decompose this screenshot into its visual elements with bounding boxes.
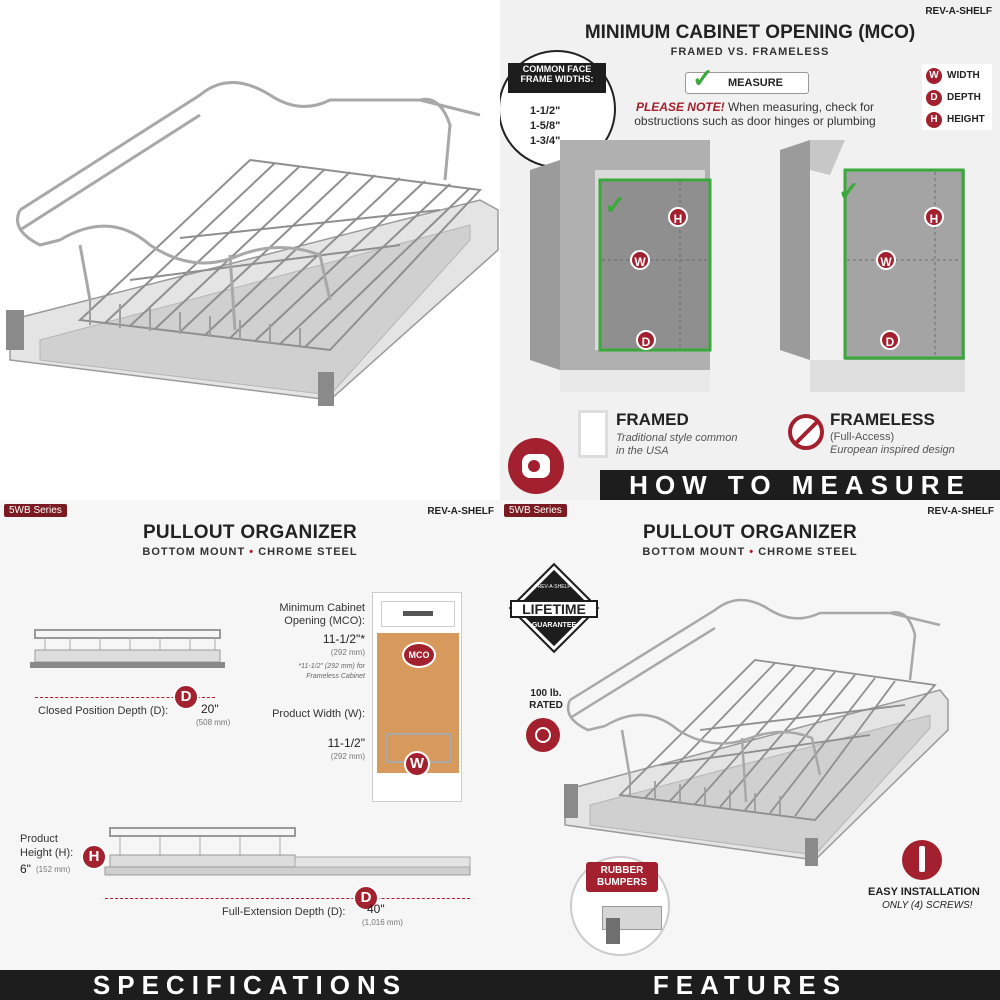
face-frame-widths-title: COMMON FACE FRAME WIDTHS: (508, 63, 606, 93)
width-value: 11-1/2" (327, 736, 365, 750)
frameless-cabinet-drawing (780, 140, 965, 392)
chrome-pullout-basket-illustration (6, 81, 499, 406)
width-label: Product Width (W): (272, 708, 365, 720)
brand-logo: REV-A-SHELF (427, 506, 494, 517)
sub-separator: • (749, 546, 755, 558)
scale-icon (526, 718, 560, 752)
how-to-measure-panel: MINIMUM CABINET OPENING (MCO) FRAMED VS.… (500, 0, 1000, 500)
series-tag: 5WB Series (504, 504, 567, 517)
lifetime-brand: REV-A-SHELF (537, 584, 571, 590)
frameless-icon (788, 414, 824, 450)
mco-label: Minimum Cabinet Opening (MCO): (279, 602, 365, 627)
frameless-title: FRAMELESS (830, 410, 935, 429)
width-legend-label: WIDTH (947, 70, 980, 81)
closed-depth-badge: D (173, 684, 199, 710)
screwdriver-icon (902, 840, 942, 880)
closed-depth-value: 20" (201, 702, 219, 716)
closed-depth-label: Closed Position Depth (D): (38, 705, 169, 717)
features-banner: FEATURES (500, 970, 1000, 1000)
frameless-height-badge: H (924, 207, 944, 227)
measure-label: MEASURE (728, 77, 784, 89)
product-photo-panel (0, 0, 500, 500)
frame-width-2: 1-5/8" (530, 120, 561, 132)
frameless-depth-badge: D (880, 330, 900, 350)
full-depth-mm: (1,016 mm) (362, 918, 403, 927)
features-panel: 5WB Series REV-A-SHELF PULLOUT ORGANIZER… (500, 500, 1000, 1000)
brand-logo: REV-A-SHELF (925, 6, 992, 17)
extended-basket-drawing (104, 827, 471, 876)
depth-legend-label: DEPTH (947, 92, 981, 103)
material-label: CHROME STEEL (258, 546, 358, 558)
width-badge: W (926, 68, 942, 84)
mount-label: BOTTOM MOUNT (142, 546, 246, 558)
full-depth-dimension (105, 898, 470, 899)
tape-measure-icon (508, 438, 564, 494)
full-depth-badge: D (353, 885, 379, 911)
product-title: PULLOUT ORGANIZER (142, 522, 358, 543)
full-depth-value: 40" (367, 902, 385, 916)
note-text: When measuring, check for obstructions s… (634, 100, 876, 128)
chrome-pullout-basket-illustration (564, 598, 949, 866)
frameless-sub: (Full-Access) (830, 431, 895, 443)
framed-check-icon: ✓ (604, 190, 626, 220)
sub-separator: • (249, 546, 255, 558)
lifetime-label: LIFETIME (510, 600, 598, 618)
framed-depth-badge: D (636, 330, 656, 350)
frame-width-3: 1-3/4" (530, 135, 561, 147)
material-label: CHROME STEEL (758, 546, 858, 558)
framed-width-badge: W (630, 250, 650, 270)
frameless-width-badge: W (876, 250, 896, 270)
frameless-check-icon: ✓ (838, 176, 860, 206)
series-tag: 5WB Series (4, 504, 67, 517)
height-badge: H (81, 844, 107, 870)
height-badge: H (926, 112, 942, 128)
framed-height-badge: H (668, 207, 688, 227)
cabinet-drawing (372, 592, 462, 802)
rubber-bumpers-label: RUBBER BUMPERS (586, 862, 658, 892)
specifications-panel: 5WB Series REV-A-SHELF PULLOUT ORGANIZER… (0, 500, 500, 1000)
height-label: Product Height (H): (20, 833, 74, 859)
specifications-banner: SPECIFICATIONS (0, 970, 500, 1000)
height-value: 6" (20, 862, 31, 876)
measure-legend: W WIDTH D DEPTH H HEIGHT (922, 64, 992, 130)
product-subtitle: BOTTOM MOUNT • CHROME STEEL (500, 546, 1000, 558)
mco-value: 11-1/2"* (322, 632, 365, 646)
height-legend-label: HEIGHT (947, 114, 985, 125)
height-mm: (152 mm) (36, 865, 71, 874)
how-to-measure-banner: HOW TO MEASURE (600, 470, 1000, 500)
framed-desc: Traditional style common in the USA (616, 432, 738, 457)
guarantee-label: GUARANTEE (531, 622, 577, 629)
mco-subtitle: FRAMED VS. FRAMELESS (670, 46, 830, 58)
frameless-desc: European inspired design (830, 444, 955, 456)
brand-logo: REV-A-SHELF (927, 506, 994, 517)
mco-title: MINIMUM CABINET OPENING (MCO) (584, 22, 916, 43)
closed-basket-drawing (30, 629, 225, 668)
framed-title: FRAMED (616, 410, 689, 429)
width-mm: (292 mm) (330, 752, 365, 761)
closed-depth-dimension (35, 697, 215, 698)
cabinet-diagrams: ✓ ✓ (530, 140, 965, 392)
closed-depth-mm: (508 mm) (196, 718, 231, 727)
check-icon: ✓ (692, 63, 714, 93)
face-frame-widths-callout: COMMON FACE FRAME WIDTHS: 1-1/2" 1-5/8" … (500, 50, 616, 168)
width-badge: W (404, 751, 430, 777)
note-bold: PLEASE NOTE! (635, 100, 725, 114)
mco-mm: (292 mm) (330, 648, 365, 657)
framed-icon (578, 410, 608, 458)
install-title: EASY INSTALLATION (868, 886, 980, 898)
full-depth-label: Full-Extension Depth (D): (222, 906, 346, 918)
install-sub: ONLY (4) SCREWS! (882, 900, 973, 911)
lifetime-guarantee-badge: REV-A-SHELF LIFETIME GUARANTEE (508, 562, 600, 654)
rated-label: 100 lb. RATED (529, 688, 563, 711)
product-title: PULLOUT ORGANIZER (642, 522, 858, 543)
framed-cabinet-drawing (530, 140, 712, 392)
depth-badge: D (926, 90, 942, 106)
mco-frameless-note: *11-1/2" (292 mm) for Frameless Cabinet (298, 663, 365, 680)
mco-badge: MCO (402, 642, 436, 668)
measure-indicator: ✓ MEASURE (685, 63, 809, 94)
product-subtitle: BOTTOM MOUNT • CHROME STEEL (0, 546, 500, 558)
frame-width-1: 1-1/2" (530, 105, 561, 117)
measure-note: PLEASE NOTE! When measuring, check for o… (610, 100, 900, 128)
mount-label: BOTTOM MOUNT (642, 546, 746, 558)
